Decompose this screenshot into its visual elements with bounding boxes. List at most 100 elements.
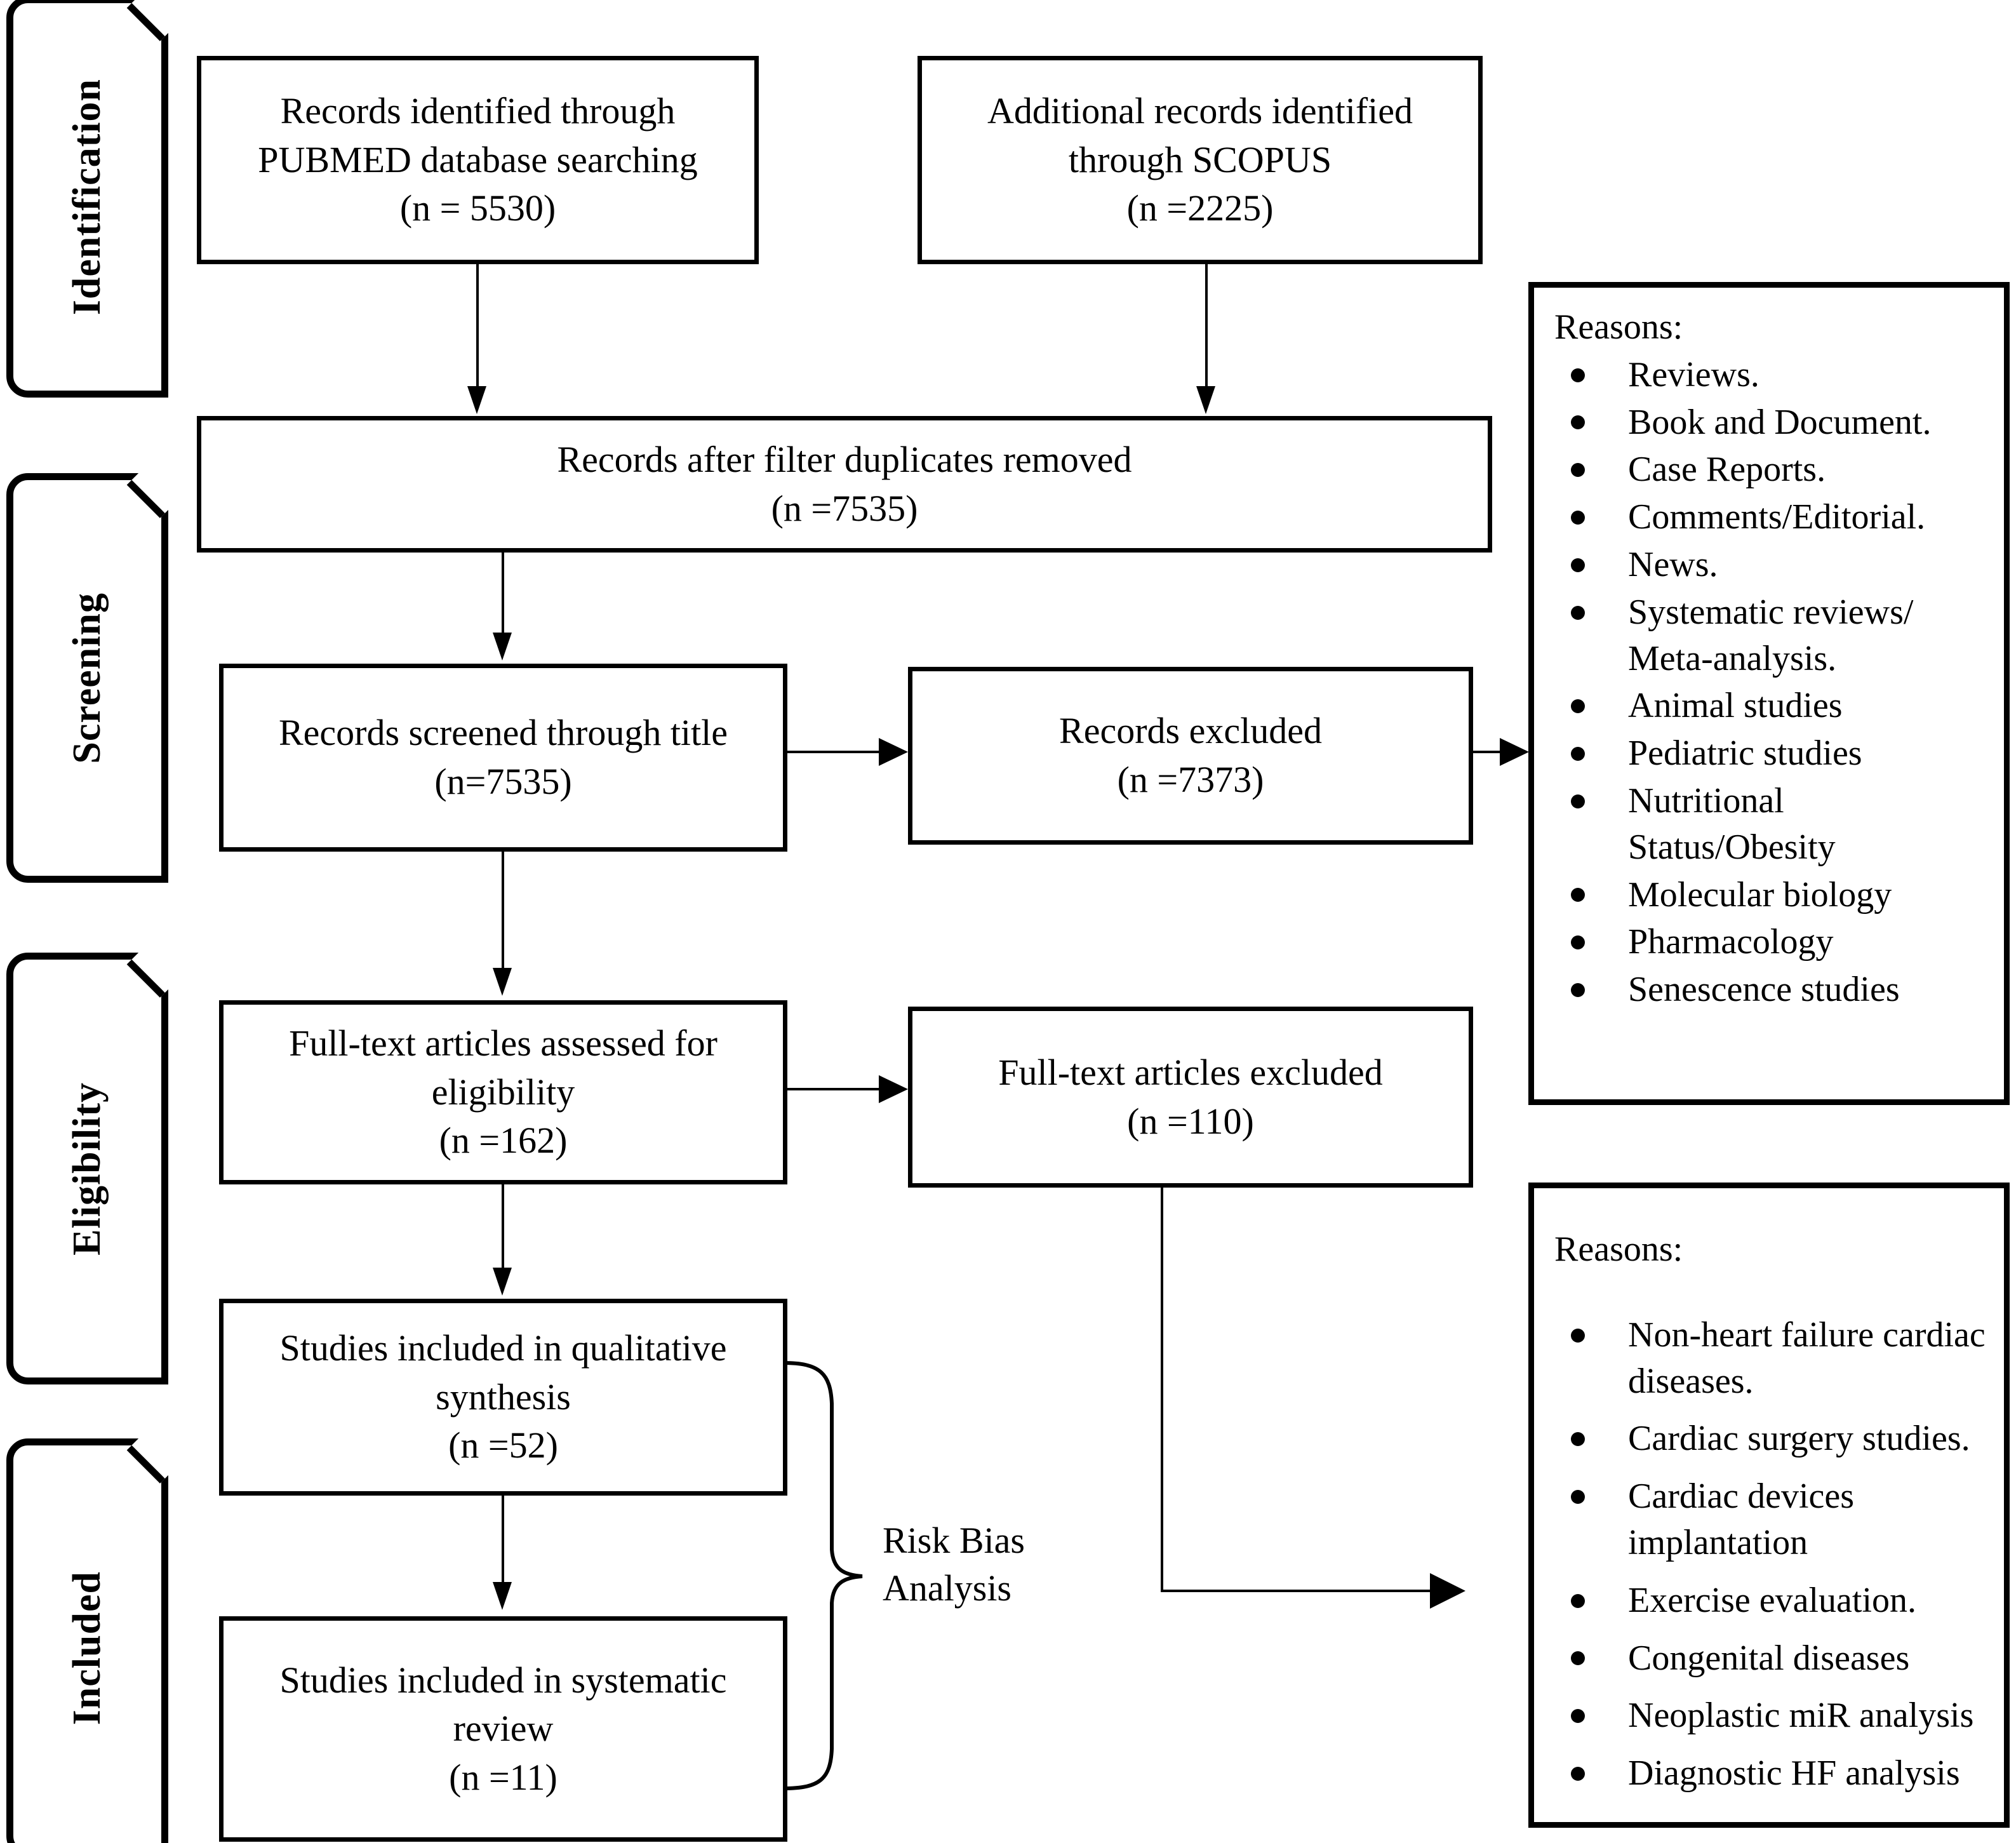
- box-line-2: PUBMED database searching: [258, 138, 698, 180]
- box-line-1: Full-text articles assessed for: [289, 1022, 718, 1064]
- bullet-icon: [1571, 794, 1585, 808]
- arrowhead-qualitative-to-systematic: [493, 1582, 512, 1610]
- box-line-1: Records identified through: [280, 90, 676, 132]
- arrowhead-excluded-to-reasons: [1500, 738, 1529, 766]
- bullet-icon: [1571, 1709, 1585, 1724]
- list-item: Molecular biology: [1553, 872, 1993, 918]
- tab-corner-notch: [126, 926, 199, 998]
- list-item-label: Book and Document.: [1628, 402, 1932, 442]
- box-line-2: eligibility: [431, 1071, 575, 1113]
- tab-corner-notch: [126, 0, 199, 41]
- arrowhead-fulltextexcluded-to-reasons: [1430, 1573, 1465, 1609]
- bullet-icon: [1571, 1593, 1585, 1608]
- box-fulltext-excluded: Full-text articles excluded (n =110): [908, 1007, 1473, 1188]
- box-records-after-duplicates: Records after filter duplicates removed …: [197, 416, 1492, 553]
- list-item: Cardiac devices implantation: [1553, 1473, 1993, 1566]
- list-item-label: Neoplastic miR analysis: [1628, 1696, 1974, 1736]
- list-item: Congenital diseases: [1553, 1635, 1993, 1682]
- stage-tab-label: Included: [65, 1571, 109, 1726]
- connector-fulltext-to-qualitative: [502, 1184, 504, 1270]
- list-item-label: News.: [1628, 544, 1718, 584]
- bullet-icon: [1571, 558, 1585, 572]
- connector-duplicates-to-screened: [502, 553, 504, 635]
- stage-tab-identification: Identification: [6, 0, 199, 398]
- stage-tab-screening: Screening: [6, 446, 199, 883]
- stage-tab-included: Included: [6, 1412, 199, 1843]
- box-line-2: synthesis: [436, 1376, 571, 1417]
- stage-tab-label: Screening: [65, 592, 109, 764]
- box-line-3: (n =11): [449, 1756, 557, 1798]
- box-records-excluded: Records excluded (n =7373): [908, 667, 1473, 845]
- bullet-icon: [1571, 415, 1585, 430]
- bullet-icon: [1571, 1489, 1585, 1504]
- list-item: Senescence studies: [1553, 967, 1993, 1013]
- bullet-icon: [1571, 888, 1585, 902]
- box-line-2: review: [453, 1708, 554, 1750]
- connector-fulltextexcluded-right: [1161, 1590, 1434, 1592]
- reasons-panel-screening: Reasons: Reviews. Book and Document. Cas…: [1528, 282, 2010, 1105]
- connector-pubmed-to-duplicates: [476, 264, 479, 391]
- box-line-1: Records screened through title: [278, 712, 728, 754]
- list-item: News.: [1553, 542, 1993, 588]
- list-item-label: Reviews.: [1628, 354, 1759, 394]
- arrowhead-screened-to-excluded: [879, 738, 908, 766]
- arrowhead-duplicates-to-screened: [493, 633, 512, 660]
- list-item-label: Pharmacology: [1628, 922, 1834, 962]
- tab-corner-notch: [126, 1412, 199, 1484]
- bullet-icon: [1571, 605, 1585, 620]
- list-item: Case Reports.: [1553, 446, 1993, 493]
- list-item-label: Cardiac surgery studies.: [1628, 1419, 1970, 1459]
- bullet-icon: [1571, 699, 1585, 714]
- stage-tab-label: Identification: [65, 78, 109, 316]
- list-item: Non-heart failure cardiac diseases.: [1553, 1312, 1993, 1405]
- box-line-1: Records excluded: [1059, 710, 1322, 752]
- connector-scopus-to-duplicates: [1205, 264, 1208, 391]
- list-item-label: Molecular biology: [1628, 875, 1892, 915]
- list-item: Animal studies: [1553, 683, 1993, 729]
- list-item-label: Non-heart failure cardiac diseases.: [1628, 1315, 1986, 1401]
- connector-excluded-to-reasons: [1473, 751, 1504, 753]
- list-item: Reviews.: [1553, 352, 1993, 398]
- list-item: Systematic reviews/ Meta-analysis.: [1553, 589, 1993, 682]
- list-item-label: Pediatric studies: [1628, 734, 1862, 774]
- connector-screened-to-excluded: [787, 751, 883, 753]
- tab-corner-notch: [126, 446, 199, 518]
- list-item: Book and Document.: [1553, 399, 1993, 446]
- bullet-icon: [1571, 463, 1585, 478]
- box-line-1: Records after filter duplicates removed: [557, 438, 1132, 480]
- risk-bias-brace: [783, 1361, 863, 1790]
- list-item: Exercise evaluation.: [1553, 1578, 1993, 1624]
- arrowhead-screened-to-fulltext: [493, 968, 512, 996]
- box-fulltext-assessed: Full-text articles assessed for eligibil…: [219, 1000, 787, 1184]
- reasons-list: Non-heart failure cardiac diseases. Card…: [1553, 1312, 1993, 1797]
- stage-tab-eligibility: Eligibility: [6, 926, 199, 1384]
- bullet-icon: [1571, 746, 1585, 761]
- bullet-icon: [1571, 1766, 1585, 1781]
- box-line-2: through SCOPUS: [1068, 138, 1332, 180]
- list-item-label: Nutritional Status/Obesity: [1628, 781, 1836, 867]
- box-line-1: Additional records identified: [987, 90, 1413, 132]
- bullet-icon: [1571, 982, 1585, 997]
- list-item-label: Senescence studies: [1628, 970, 1900, 1010]
- list-item-label: Systematic reviews/ Meta-analysis.: [1628, 592, 1914, 678]
- box-line-1: Studies included in qualitative: [279, 1327, 727, 1369]
- box-line-3: (n =162): [439, 1120, 568, 1162]
- box-line-2: (n=7535): [434, 761, 572, 802]
- list-item: Diagnostic HF analysis: [1553, 1750, 1993, 1797]
- list-item-label: Comments/Editorial.: [1628, 497, 1926, 537]
- list-item: Pharmacology: [1553, 919, 1993, 965]
- list-item: Comments/Editorial.: [1553, 494, 1993, 540]
- box-line-3: (n = 5530): [399, 187, 556, 229]
- box-line-2: (n =7535): [771, 487, 918, 529]
- risk-bias-analysis-label: Risk Bias Analysis: [883, 1520, 1025, 1609]
- list-item: Cardiac surgery studies.: [1553, 1416, 1993, 1462]
- box-records-pubmed: Records identified through PUBMED databa…: [197, 56, 759, 264]
- reasons-title: Reasons:: [1554, 307, 1683, 347]
- connector-qualitative-to-systematic: [502, 1496, 504, 1585]
- arrowhead-pubmed-to-duplicates: [467, 386, 486, 414]
- reasons-list: Reviews. Book and Document. Case Reports…: [1553, 352, 1993, 1013]
- bullet-icon: [1571, 510, 1585, 525]
- list-item: Pediatric studies: [1553, 730, 1993, 777]
- reasons-title: Reasons:: [1554, 1230, 1683, 1269]
